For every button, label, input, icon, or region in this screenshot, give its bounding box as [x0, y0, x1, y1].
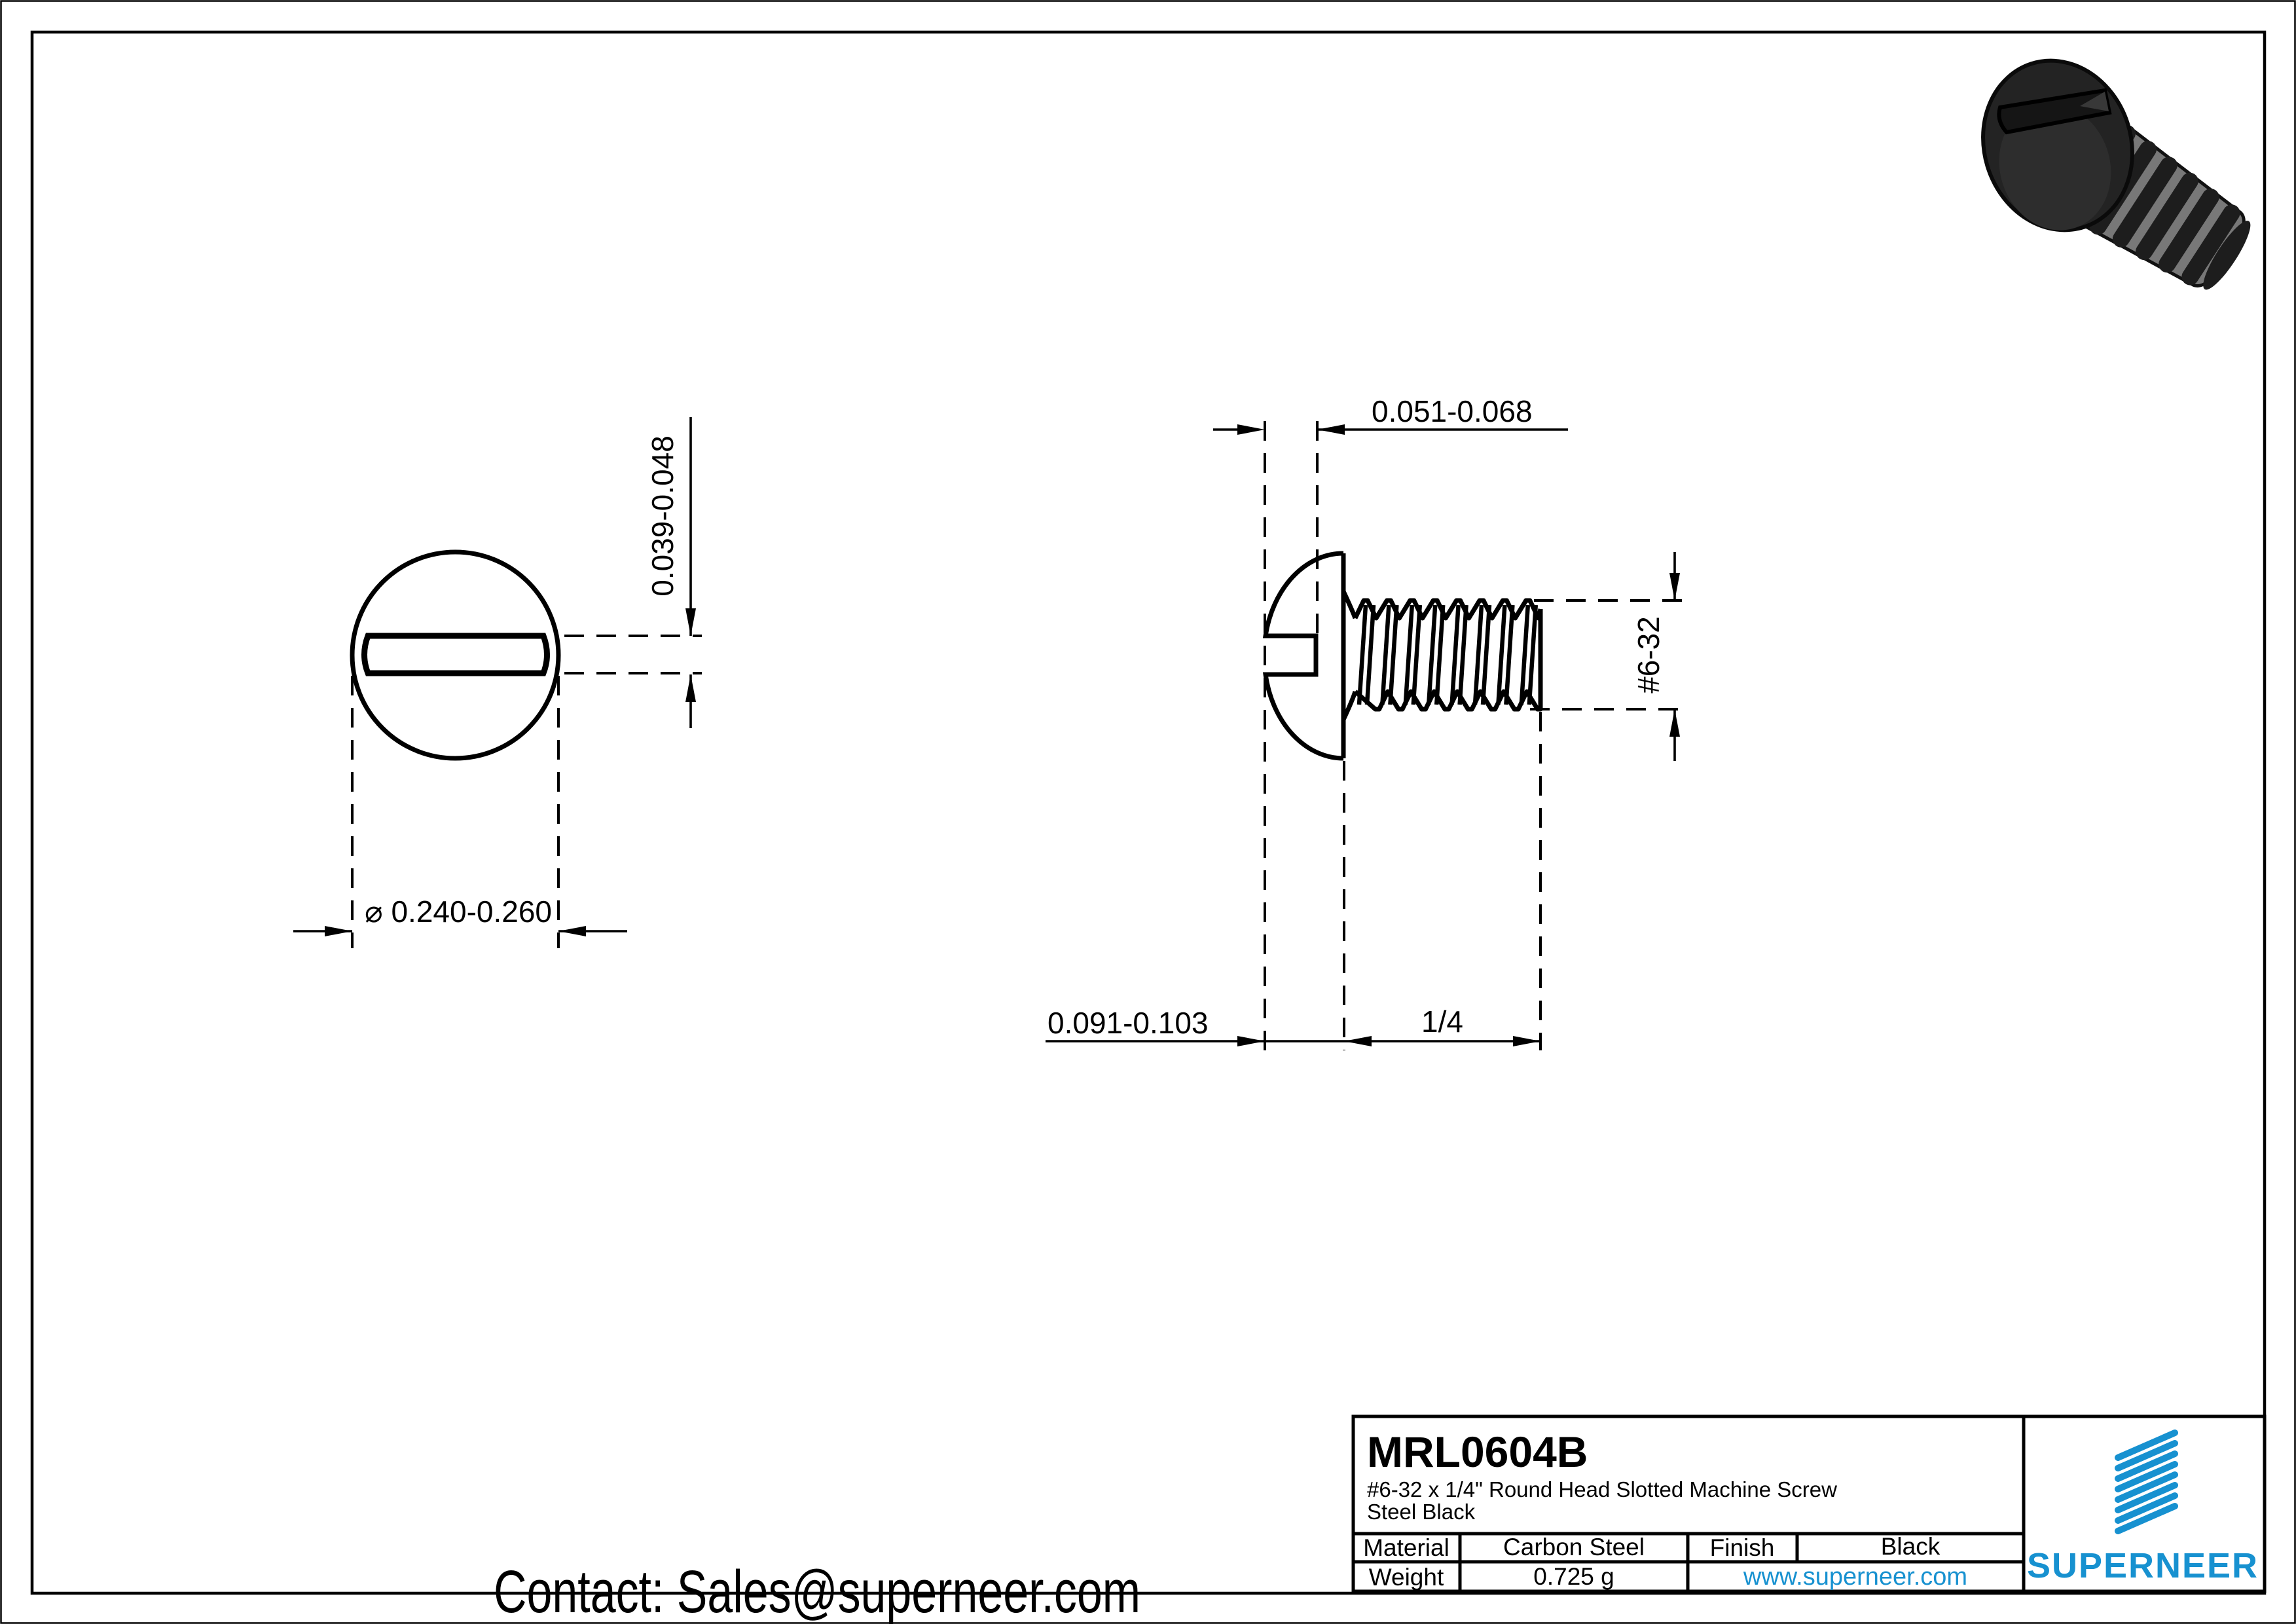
thread-ridge	[2112, 157, 2178, 248]
thread-ridge	[2181, 204, 2240, 286]
website-link[interactable]: www.superneer.com	[1743, 1563, 1967, 1591]
slot-face	[361, 633, 550, 676]
weight-value: 0.725 g	[1533, 1563, 1614, 1590]
weight-label: Weight	[1369, 1564, 1444, 1591]
dim-head-diameter: ⌀ 0.240-0.260	[365, 895, 552, 929]
screw-3d-head-sheen	[1999, 103, 2111, 231]
arrowhead-left-icon	[1317, 424, 1345, 435]
finish-value: Black	[1881, 1533, 1941, 1560]
screw-3d-render	[1981, 58, 2251, 290]
side-view: 0.051-0.068 #6-32 0.091-0.103 1/4	[1046, 394, 1684, 1050]
arrowhead-down-icon	[1669, 573, 1680, 600]
arrowhead-left-icon	[1344, 1036, 1372, 1046]
contact-text: Contact: Sales@superneer.com	[494, 1559, 1140, 1624]
thread-line	[1357, 604, 1539, 705]
dim-slot-depth: 0.051-0.068	[1372, 394, 1533, 428]
head-profile	[1262, 551, 1344, 761]
thread-ridge	[2136, 172, 2198, 261]
arrowhead-down-icon	[685, 608, 696, 636]
drawing-frame	[30, 30, 2267, 1595]
front-view: 0.039-0.048 ⌀ 0.240-0.260	[293, 417, 702, 948]
dim-head-height: 0.091-0.103	[1048, 1006, 1209, 1040]
material-value: Carbon Steel	[1503, 1534, 1645, 1560]
arrowhead-up-icon	[1669, 709, 1680, 737]
thread-ridge	[2159, 189, 2219, 273]
thread-profile	[1353, 598, 1543, 712]
logo-stripe	[2115, 1471, 2178, 1503]
material-label: Material	[1363, 1534, 1449, 1561]
part-material-finish: Steel Black	[1367, 1500, 1476, 1524]
brand-name: SUPERNEER	[2027, 1546, 2259, 1585]
logo-stripe	[2115, 1450, 2178, 1482]
thread-line	[1353, 689, 1543, 712]
brand-logo-icon	[2115, 1430, 2178, 1534]
dim-length: 1/4	[1421, 1005, 1463, 1039]
dim-slot-width: 0.039-0.048	[646, 435, 680, 597]
arrowhead-up-icon	[685, 674, 696, 702]
arrowhead-right-icon	[1237, 1036, 1265, 1046]
screw-3d-slot	[1997, 88, 2112, 135]
dim-thread-size: #6-32	[1631, 616, 1666, 693]
logo-stripe	[2115, 1430, 2178, 1461]
logo-stripe	[2115, 1503, 2178, 1534]
part-description: #6-32 x 1/4" Round Head Slotted Machine …	[1367, 1477, 1837, 1502]
arrowhead-left-icon	[558, 926, 586, 936]
arrowhead-right-icon	[1513, 1036, 1540, 1046]
logo-stripe	[2115, 1492, 2178, 1524]
logo-stripe	[2115, 1461, 2178, 1492]
arrowhead-right-icon	[325, 926, 352, 936]
title-block-border	[1351, 1414, 2267, 1593]
title-block: MRL0604B #6-32 x 1/4" Round Head Slotted…	[1351, 1414, 2267, 1593]
screw-3d-slot-highlight	[2080, 92, 2109, 111]
arrowhead-right-icon	[1237, 424, 1265, 435]
logo-stripe	[2115, 1482, 2178, 1513]
screw-3d-tip	[2203, 221, 2251, 290]
head-circle	[350, 549, 561, 761]
part-number: MRL0604B	[1367, 1428, 1588, 1476]
finish-label: Finish	[1710, 1534, 1775, 1561]
logo-stripe	[2115, 1440, 2178, 1471]
